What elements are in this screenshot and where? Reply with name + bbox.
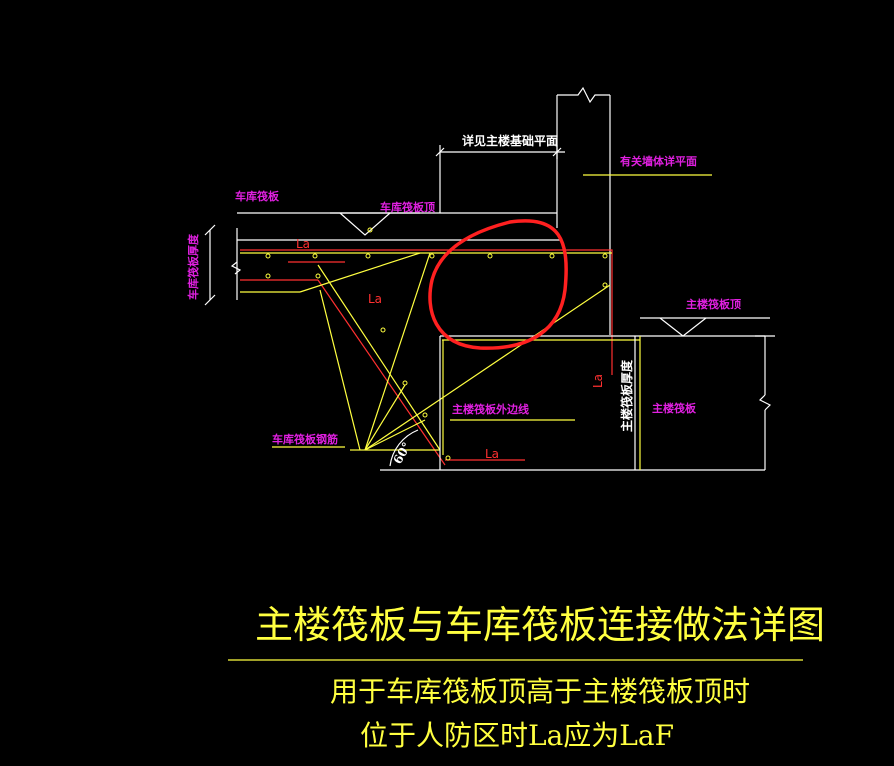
angle-label: 60° (390, 440, 413, 467)
garage-thickness-dim (204, 224, 216, 306)
rebar-red (240, 249, 613, 466)
la-label-top: La (296, 237, 310, 251)
main-raft-top-mark (640, 317, 770, 337)
main-raft-edge-label: 主楼筏板外边线 (452, 402, 529, 416)
la-label-vertical: La (591, 374, 605, 388)
angle-arc (389, 429, 419, 467)
main-plan-dimension (435, 145, 565, 213)
garage-raft-outline (230, 212, 560, 300)
garage-raft-label: 车库筏板 (235, 189, 280, 203)
drawing-title: 主楼筏板与车库筏板连接做法详图 (255, 603, 825, 647)
rebar-dots (265, 227, 608, 461)
garage-raft-top-label: 车库筏板顶 (380, 200, 435, 214)
see-main-plan-label: 详见主楼基础平面 (462, 133, 558, 148)
raft-slope (317, 252, 611, 451)
la-label-bottom: La (485, 447, 499, 461)
subtitle-condition: 用于车库筏板顶高于主楼筏板顶时 (330, 675, 750, 708)
main-raft-thickness-label: 主楼筏板厚度 (619, 359, 634, 432)
garage-raft-lines (240, 252, 612, 293)
main-wall (556, 86, 611, 335)
main-raft-outline (380, 335, 775, 471)
main-raft-top-label: 主楼筏板顶 (686, 297, 741, 311)
garage-raft-rebar-label: 车库筏板钢筋 (272, 432, 338, 446)
la-label-slope: La (368, 292, 382, 306)
main-raft-label: 主楼筏板 (652, 401, 697, 415)
red-markup-circle (428, 219, 568, 350)
subtitle-civil-defense: 位于人防区时La应为LaF (360, 719, 674, 752)
wall-plan-label: 有关墙体详平面 (620, 154, 697, 168)
garage-raft-thickness-label: 车库筏板厚度 (186, 233, 200, 300)
garage-raft-top-mark (330, 212, 420, 236)
